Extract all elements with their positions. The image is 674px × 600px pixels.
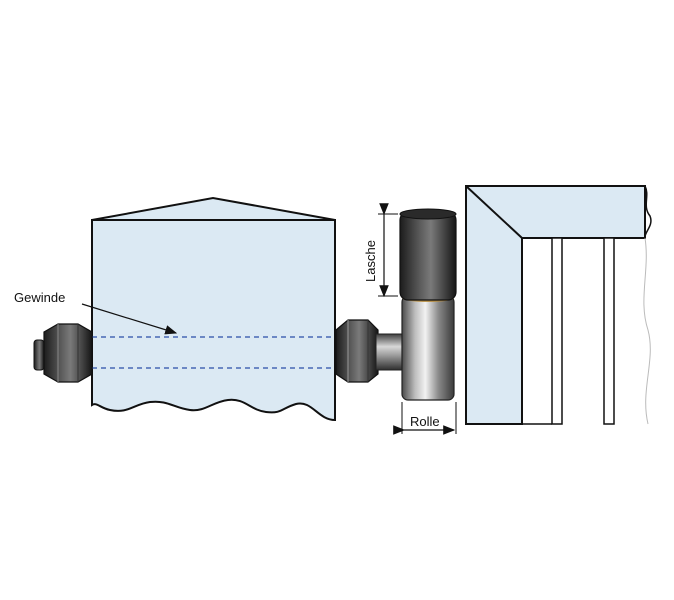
- hinge-tab: [399, 208, 457, 301]
- gate-wing: [91, 196, 336, 422]
- roller-label: Rolle: [410, 414, 440, 429]
- gate-wing-top: [91, 196, 336, 221]
- thread-label: Gewinde: [14, 290, 65, 305]
- thread-annotation: Gewinde: [14, 290, 178, 335]
- hinge-stud: [375, 333, 407, 371]
- gate-post: [465, 185, 652, 425]
- gate-wing-body: [91, 219, 336, 422]
- hinge-roller: [401, 294, 455, 401]
- right-nut: [335, 319, 379, 383]
- tab-label: Lasche: [363, 240, 378, 282]
- roller-annotation: Rolle: [393, 402, 457, 435]
- tab-annotation: Lasche: [363, 203, 398, 298]
- left-nut: [33, 323, 93, 383]
- thread-arrow: [81, 303, 178, 335]
